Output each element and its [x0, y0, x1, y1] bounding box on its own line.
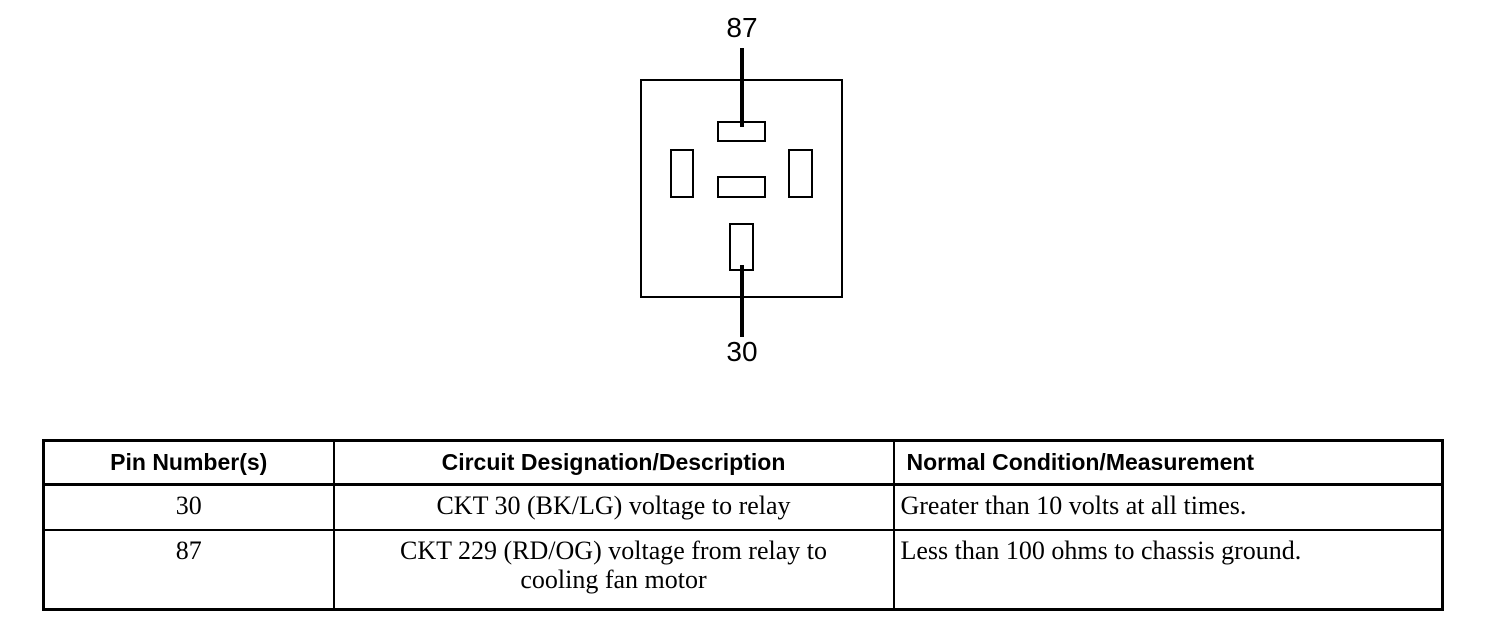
- relay-connector-diagram: 87 30: [640, 12, 843, 367]
- cell-circuit-description: CKT 30 (BK/LG) voltage to relay: [332, 483, 895, 531]
- column-header-normal-condition: Normal Condition/Measurement: [892, 439, 1444, 486]
- column-header-circuit-designation: Circuit Designation/Description: [332, 439, 895, 486]
- column-header-pin-numbers: Pin Number(s): [42, 439, 335, 486]
- cell-pin-number: 30: [42, 483, 335, 531]
- cell-normal-condition: Less than 100 ohms to chassis ground.: [892, 529, 1444, 611]
- pin-30-terminal: [729, 223, 754, 271]
- pin-left-terminal: [670, 149, 694, 198]
- header-row: Pin Number(s) Circuit Designation/Descri…: [42, 439, 1444, 486]
- pin-table-body: 30 CKT 30 (BK/LG) voltage to relay Great…: [42, 483, 1444, 611]
- table-row-pin-87: 87 CKT 229 (RD/OG) voltage from relay to…: [42, 529, 1444, 611]
- pin-87-label: 87: [726, 12, 758, 43]
- pin-circuit-table: Pin Number(s) Circuit Designation/Descri…: [42, 439, 1444, 611]
- pin-right-terminal: [788, 149, 813, 198]
- cell-circuit-description: CKT 229 (RD/OG) voltage from relay to co…: [332, 529, 895, 611]
- cell-pin-number: 87: [42, 529, 335, 611]
- pin-30-label: 30: [726, 336, 758, 367]
- pin-87-leader-line: [740, 48, 744, 127]
- cell-normal-condition: Greater than 10 volts at all times.: [892, 483, 1444, 531]
- pin-table-header: Pin Number(s) Circuit Designation/Descri…: [42, 439, 1444, 486]
- pin-center-terminal: [717, 176, 766, 198]
- pin-30-leader-line: [740, 265, 744, 337]
- table-row-pin-30: 30 CKT 30 (BK/LG) voltage to relay Great…: [42, 483, 1444, 531]
